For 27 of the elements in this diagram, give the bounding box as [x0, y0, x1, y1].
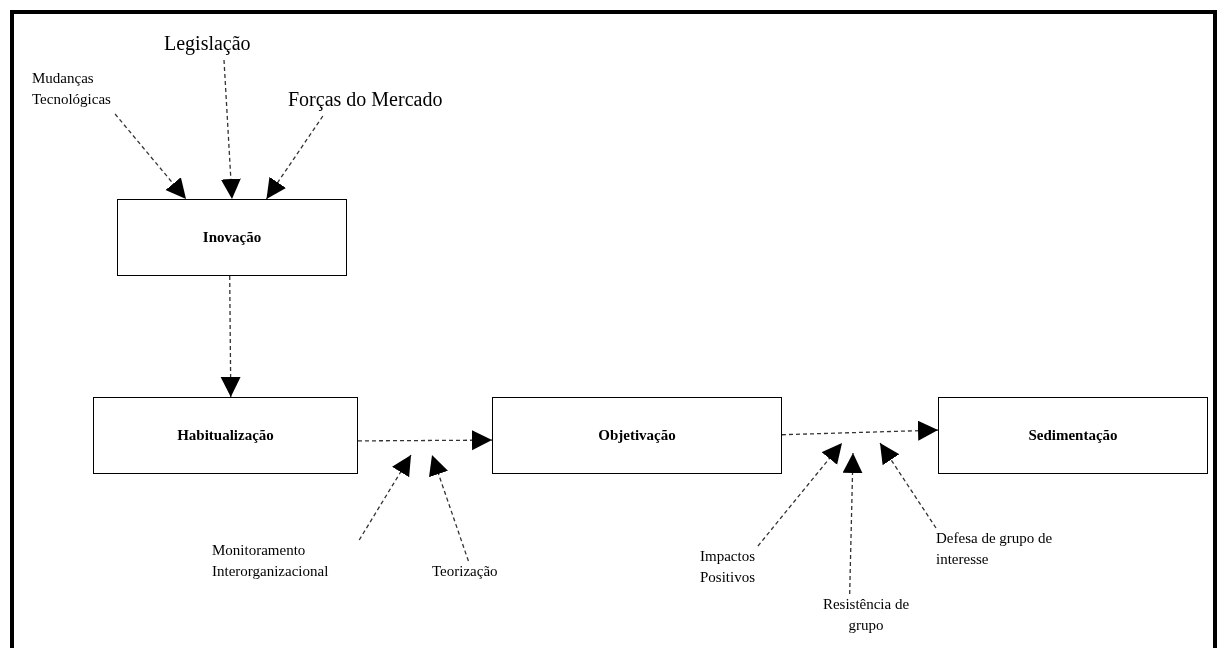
- factor-label: Defesa de grupo de interesse: [936, 528, 1064, 574]
- factor-label: Forças do Mercado: [288, 86, 493, 116]
- dashed-arrow: [842, 452, 863, 595]
- box-label: Sedimentação: [1028, 426, 1118, 446]
- dashed-arrow: [220, 59, 241, 200]
- factor-label: Resistência de grupo: [818, 594, 914, 640]
- box-label: Objetivação: [598, 426, 676, 446]
- factor-label: Impactos Positivos: [700, 546, 792, 592]
- factor-label: Monitoramento Interorganizacional: [212, 540, 396, 586]
- dashed-arrow: [114, 113, 187, 200]
- box-label: Inovação: [202, 228, 262, 248]
- factor-label: Legislação: [164, 30, 284, 60]
- process-box: [492, 397, 782, 474]
- factor-label: Mudanças Tecnológicas: [32, 68, 156, 114]
- process-box: [93, 397, 358, 474]
- dashed-arrow: [429, 454, 470, 562]
- factor-label: Teorização: [432, 561, 536, 585]
- process-box: [117, 199, 347, 276]
- dashed-arrow: [757, 442, 843, 547]
- dashed-arrow: [265, 115, 324, 200]
- process-box: [938, 397, 1208, 474]
- dashed-arrow: [879, 442, 937, 529]
- dashed-arrow: [358, 454, 412, 541]
- dashed-arrow: [357, 430, 493, 451]
- dashed-arrow: [220, 275, 241, 398]
- dashed-arrow: [781, 420, 939, 441]
- box-label: Habitualização: [177, 426, 274, 446]
